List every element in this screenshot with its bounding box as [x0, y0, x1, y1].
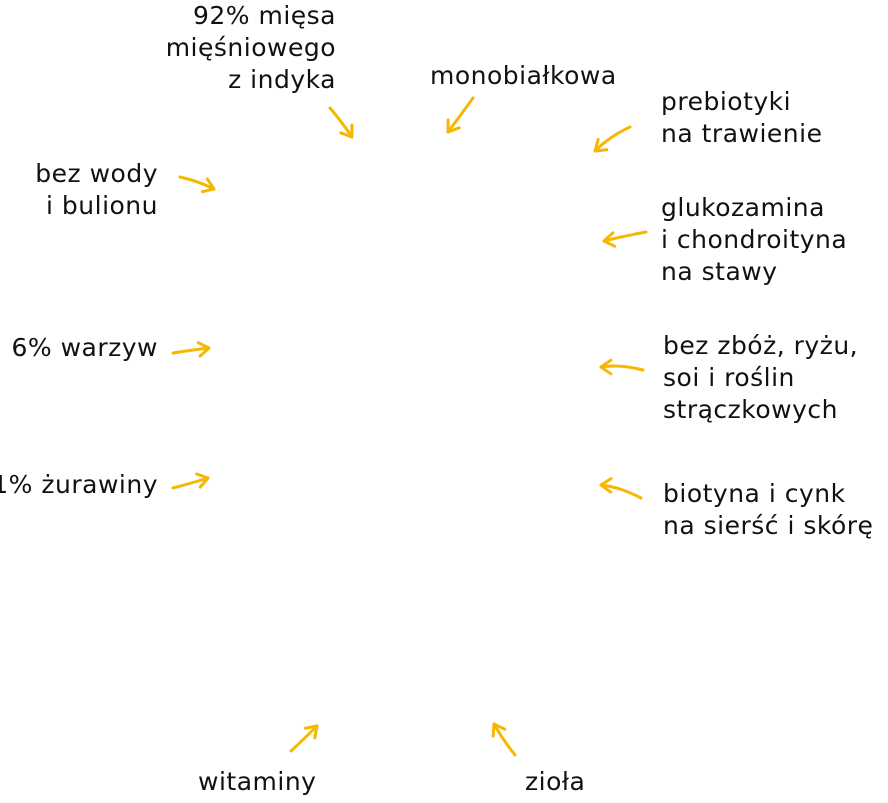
arrow-glucosamine-shaft	[602, 230, 648, 243]
arrow-grains-head	[599, 358, 613, 376]
label-vegetables-line-1: 6% warzyw	[11, 333, 158, 362]
label-vitamins: witaminy	[198, 766, 316, 798]
arrow-water-shaft	[178, 175, 216, 191]
arrow-herbs-head	[491, 722, 507, 738]
arrow-glucosamine-head	[602, 231, 617, 248]
arrow-prebiotics-shaft	[593, 125, 632, 153]
arrow-vegetables-head	[196, 341, 211, 358]
arrow-meat-head	[339, 123, 354, 139]
label-no-water: bez wody i bulionu	[35, 158, 158, 222]
label-biotin-line-1: biotyna i cynk	[663, 479, 846, 508]
label-glucosamine-line-3: na stawy	[661, 257, 778, 286]
label-water-line-2: i bulionu	[46, 191, 158, 220]
arrow-herbs-shaft	[492, 722, 517, 757]
arrow-prebiotics-head	[593, 137, 609, 153]
arrow-mono-shaft	[446, 96, 475, 134]
arrow-water-head	[200, 177, 216, 194]
arrow-vitamins-head	[303, 724, 319, 740]
label-mono-line-1: monobiałkowa	[430, 61, 617, 90]
arrow-mono-head	[446, 118, 461, 134]
label-biotin-zinc: biotyna i cynk na sierść i skórę	[663, 478, 873, 542]
label-meat-line-2: mięśniowego	[165, 33, 336, 62]
arrow-biotin-head	[599, 477, 613, 494]
label-cranberry: 1% żurawiny	[0, 469, 158, 501]
label-grain-free: bez zbóż, ryżu, soi i roślin strączkowyc…	[663, 330, 858, 426]
label-herbs-line-1: zioła	[525, 767, 586, 796]
label-prebiotics-line-2: na trawienie	[661, 119, 823, 148]
label-meat-line-3: z indyka	[228, 65, 336, 94]
label-meat-line-1: 92% mięsa	[192, 1, 336, 30]
label-meat-content: 92% mięsa mięśniowego z indyka	[166, 0, 336, 96]
label-biotin-line-2: na sierść i skórę	[663, 511, 874, 540]
arrow-biotin-shaft	[599, 483, 643, 500]
label-vegetables: 6% warzyw	[11, 332, 158, 364]
label-glucosamine-line-2: i chondroityna	[661, 225, 848, 254]
arrow-cranberry-head	[195, 472, 210, 489]
label-prebiotics: prebiotyki na trawienie	[661, 86, 822, 150]
label-glucosamine: glukozamina i chondroityna na stawy	[661, 192, 847, 288]
label-cranberry-line-1: 1% żurawiny	[0, 470, 158, 499]
label-grains-line-3: strączkowych	[663, 395, 839, 424]
arrow-cranberry-shaft	[171, 476, 210, 490]
label-grains-line-1: bez zbóż, ryżu,	[663, 331, 859, 360]
arrow-vitamins-shaft	[289, 724, 319, 753]
label-glucosamine-line-1: glukozamina	[661, 193, 825, 222]
arrow-meat-shaft	[328, 106, 354, 139]
label-grains-line-2: soi i roślin	[663, 363, 795, 392]
label-water-line-1: bez wody	[35, 159, 158, 188]
label-monoprotein: monobiałkowa	[430, 60, 617, 92]
label-vitamins-line-1: witaminy	[198, 767, 317, 796]
label-herbs: zioła	[525, 766, 585, 798]
label-prebiotics-line-1: prebiotyki	[661, 87, 792, 116]
arrow-grains-shaft	[599, 364, 645, 372]
arrow-vegetables-shaft	[171, 346, 211, 355]
